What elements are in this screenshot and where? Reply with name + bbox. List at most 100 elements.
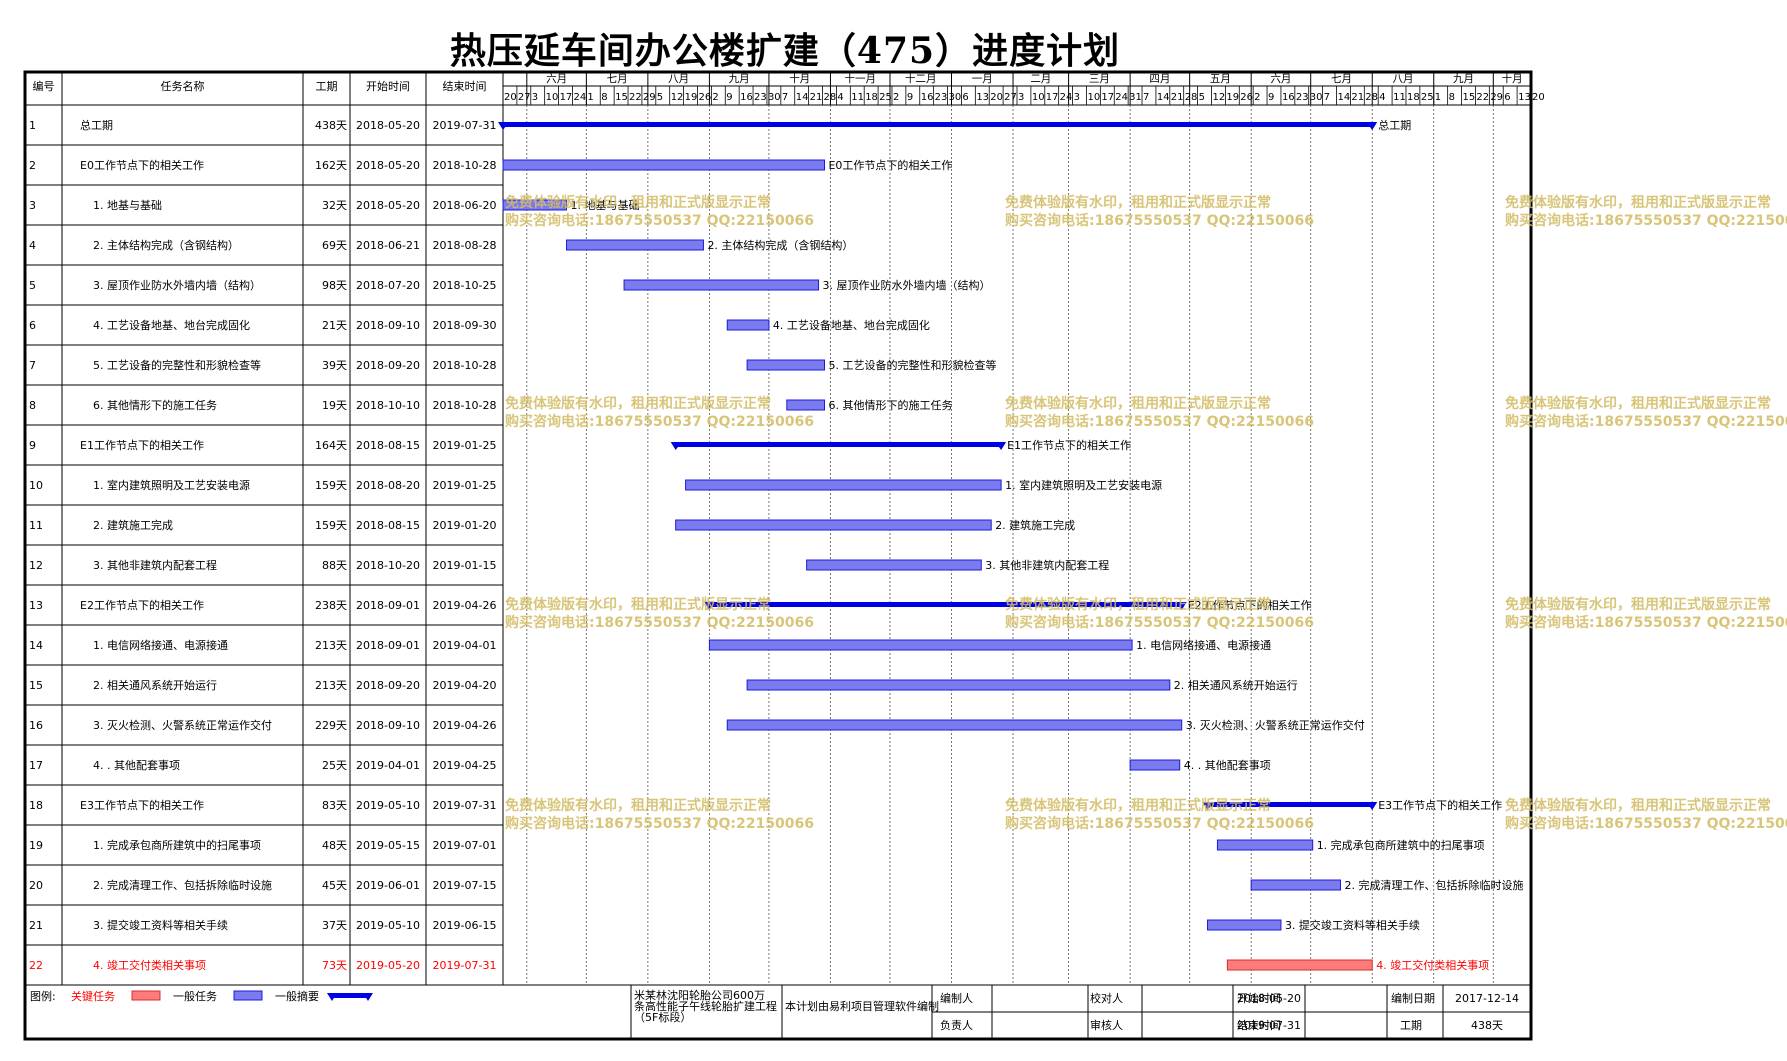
column-header-end: 结束时间 bbox=[443, 80, 487, 93]
task-end: 2019-06-15 bbox=[433, 919, 497, 932]
task-name: 1. 完成承包商所建筑中的扫尾事项 bbox=[93, 838, 261, 852]
task-start: 2019-05-10 bbox=[356, 799, 420, 812]
legend-critical-swatch bbox=[131, 990, 161, 1001]
month-label: 八月 bbox=[1392, 73, 1413, 85]
month-label: 七月 bbox=[1331, 73, 1352, 85]
bar-label: 1. 完成承包商所建筑中的扫尾事项 bbox=[1317, 838, 1485, 852]
summary-bar bbox=[503, 122, 1373, 127]
bar-label: 5. 工艺设备的完整性和形貌检查等 bbox=[828, 358, 996, 372]
chart-frame bbox=[23, 70, 1533, 1041]
month-label: 九月 bbox=[1453, 73, 1474, 85]
watermark-line-2: 购买咨询电话:18675550537 QQ:22150066 bbox=[1005, 815, 1314, 832]
month-label: 十二月 bbox=[905, 72, 937, 85]
day-tick-label: 2 bbox=[1254, 92, 1260, 103]
legend-normal-label: 一般任务 bbox=[173, 990, 217, 1003]
day-tick-label: 14 bbox=[1157, 92, 1170, 103]
day-tick-label: 28 bbox=[1365, 92, 1378, 103]
task-start: 2018-10-20 bbox=[356, 559, 420, 572]
month-label: 九月 bbox=[729, 73, 750, 85]
task-name: 1. 地基与基础 bbox=[93, 199, 162, 212]
task-duration: 159天 bbox=[315, 519, 347, 532]
task-duration: 98天 bbox=[322, 279, 347, 292]
bar-label: 总工期 bbox=[1378, 118, 1411, 132]
task-id: 14 bbox=[29, 639, 43, 652]
summary-bar-start-cap bbox=[670, 442, 682, 450]
task-id: 22 bbox=[29, 959, 43, 972]
month-label: 八月 bbox=[668, 73, 689, 85]
task-bar bbox=[746, 359, 825, 371]
task-end: 2019-04-25 bbox=[433, 759, 497, 772]
watermark-line-2: 购买咨询电话:18675550537 QQ:22150066 bbox=[1505, 614, 1787, 631]
task-name: 1. 电信网络接通、电源接通 bbox=[93, 638, 228, 652]
task-start: 2018-09-10 bbox=[356, 719, 420, 732]
watermark-line-2: 购买咨询电话:18675550537 QQ:22150066 bbox=[1005, 413, 1314, 430]
watermark-line-2: 购买咨询电话:18675550537 QQ:22150066 bbox=[505, 614, 814, 631]
month-label: 一月 bbox=[972, 73, 993, 85]
day-tick-label: 31 bbox=[1129, 92, 1142, 103]
task-name: 3. 其他非建筑内配套工程 bbox=[93, 558, 217, 572]
day-tick-label: 24 bbox=[1115, 92, 1128, 103]
bar-label: 4. 竣工交付类相关事项 bbox=[1376, 958, 1489, 972]
day-tick-label: 4 bbox=[837, 92, 843, 103]
footer-date-label: 编制日期 bbox=[1391, 991, 1435, 1005]
bar-label: E3工作节点下的相关工作 bbox=[1378, 798, 1502, 812]
month-label: 十一月 bbox=[844, 72, 876, 85]
task-end: 2019-07-01 bbox=[433, 839, 497, 852]
task-start: 2018-08-15 bbox=[356, 439, 420, 452]
task-id: 9 bbox=[29, 439, 36, 452]
task-id: 7 bbox=[29, 359, 36, 372]
month-label: 三月 bbox=[1089, 73, 1110, 85]
day-tick-label: 29 bbox=[1490, 92, 1503, 103]
task-end: 2019-01-20 bbox=[433, 519, 497, 532]
day-tick-label: 1 bbox=[587, 92, 593, 103]
task-bar bbox=[1129, 759, 1181, 771]
task-duration: 88天 bbox=[322, 559, 347, 572]
bar-label: 1. 室内建筑照明及工艺安装电源 bbox=[1005, 478, 1162, 492]
footer-end-value: 2019-07-31 bbox=[1237, 1019, 1301, 1032]
day-tick-label: 26 bbox=[698, 92, 711, 103]
task-end: 2019-04-20 bbox=[433, 679, 497, 692]
watermark-line-1: 免费体验版有水印，租用和正式版显示正常 bbox=[1005, 596, 1271, 613]
day-tick-label: 18 bbox=[865, 92, 878, 103]
day-tick-label: 20 bbox=[990, 92, 1003, 103]
day-tick-label: 12 bbox=[1212, 92, 1225, 103]
task-bar bbox=[1207, 919, 1282, 931]
task-end: 2018-09-30 bbox=[433, 319, 497, 332]
task-name: 4. 竣工交付类相关事项 bbox=[93, 958, 206, 972]
summary-bar bbox=[1207, 802, 1373, 807]
watermark-line-1: 免费体验版有水印，租用和正式版显示正常 bbox=[1005, 194, 1271, 211]
task-duration: 48天 bbox=[322, 839, 347, 852]
day-tick-label: 29 bbox=[643, 92, 656, 103]
task-start: 2018-05-20 bbox=[356, 159, 420, 172]
task-duration: 39天 bbox=[322, 359, 347, 372]
day-tick-label: 6 bbox=[962, 92, 968, 103]
watermark-line-1: 免费体验版有水印，租用和正式版显示正常 bbox=[505, 596, 771, 613]
task-duration: 69天 bbox=[322, 239, 347, 252]
bar-label: 1. 电信网络接通、电源接通 bbox=[1136, 638, 1271, 652]
day-tick-label: 23 bbox=[935, 92, 948, 103]
task-start: 2019-06-01 bbox=[356, 879, 420, 892]
day-tick-label: 28 bbox=[1185, 92, 1198, 103]
column-header-start: 开始时间 bbox=[366, 79, 410, 93]
watermark-line-1: 免费体验版有水印，租用和正式版显示正常 bbox=[1005, 395, 1271, 412]
task-name: 2. 建筑施工完成 bbox=[93, 518, 173, 532]
bar-label: 3. 其他非建筑内配套工程 bbox=[985, 558, 1109, 572]
task-bar bbox=[502, 199, 568, 211]
watermark-line-1: 免费体验版有水印，租用和正式版显示正常 bbox=[1505, 194, 1771, 211]
task-name: 1. 室内建筑照明及工艺安装电源 bbox=[93, 478, 250, 492]
task-end: 2019-01-15 bbox=[433, 559, 497, 572]
task-id: 4 bbox=[29, 239, 36, 252]
day-tick-label: 1 bbox=[1435, 92, 1441, 103]
task-end: 2018-06-20 bbox=[433, 199, 497, 212]
month-label: 四月 bbox=[1149, 73, 1170, 85]
bar-label: 4. . 其他配套事项 bbox=[1184, 759, 1271, 772]
task-end: 2019-04-26 bbox=[433, 599, 497, 612]
day-tick-label: 30 bbox=[1310, 92, 1323, 103]
legend-summary-cap-right bbox=[363, 993, 373, 1001]
bar-label: E2工作节点下的相关工作 bbox=[1188, 598, 1312, 612]
day-tick-label: 3 bbox=[1074, 92, 1080, 103]
day-tick-label: 27 bbox=[518, 92, 531, 103]
task-id: 17 bbox=[29, 759, 43, 772]
footer-proofreader-label: 校对人 bbox=[1090, 991, 1123, 1005]
